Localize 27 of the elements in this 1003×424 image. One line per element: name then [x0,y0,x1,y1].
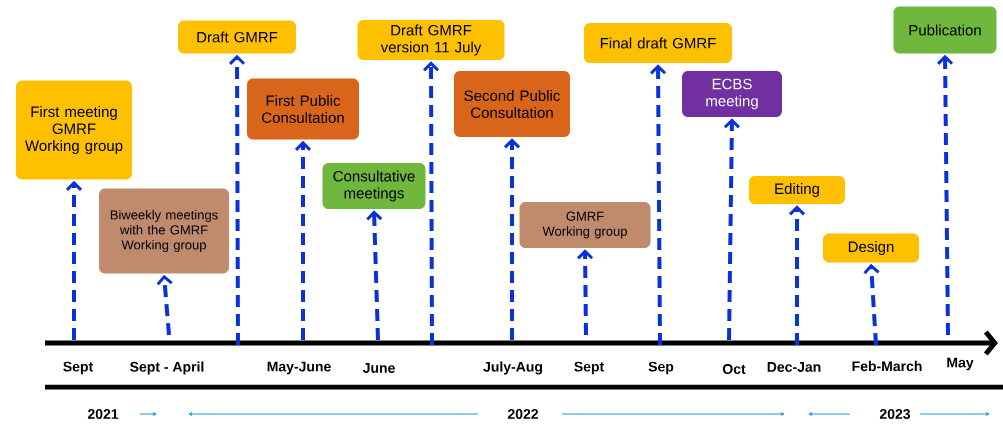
event-box: ECBS meeting [682,71,782,117]
month-label: July-Aug [482,360,544,376]
event-box: Final draft GMRF [584,23,732,63]
event-box: Consultative meetings [322,163,426,209]
event-box: First meeting GMRF Working group [16,80,132,180]
event-box: Editing [749,176,845,204]
event-box: Biweekly meetings with the GMRF Working group [99,188,229,274]
event-box: Design [823,233,919,263]
month-label: June [361,362,397,374]
month-label: Sept [61,360,95,376]
month-label: Sept [572,360,606,376]
event-box: Second Public Consultation [454,71,570,137]
month-label: May [945,356,975,372]
event-box: Draft GMRF version 11 July [357,20,505,60]
month-label: Sept - April [128,360,206,376]
event-box: Draft GMRF [178,20,296,54]
month-label: Sep [647,360,675,376]
year-label: 2022 [506,408,540,420]
year-label: 2021 [86,408,120,420]
month-label: Oct [721,363,747,375]
event-box: First Public Consultation [247,78,359,140]
month-label: May-June [265,360,333,376]
year-label: 2023 [878,408,912,420]
month-label: Feb-March [850,359,924,373]
month-label: Dec-Jan [765,361,823,373]
event-box: Publication [893,6,997,54]
event-box: GMRF Working group [519,202,651,248]
